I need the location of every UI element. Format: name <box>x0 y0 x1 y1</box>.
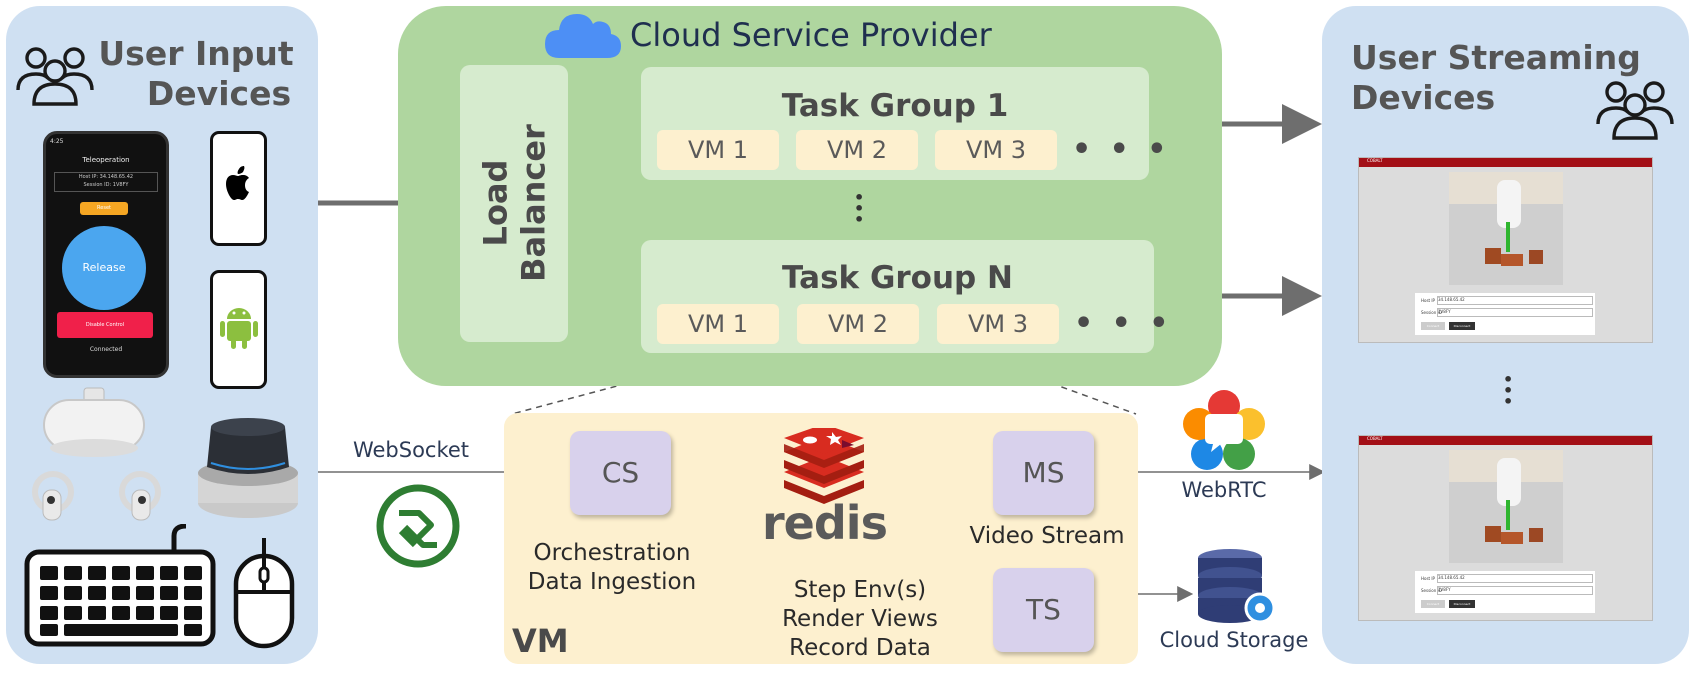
streaming-title-line1: User Streaming <box>1351 38 1641 77</box>
stream-screen-1-render <box>1449 172 1563 285</box>
users-group-icon-right <box>1596 81 1674 140</box>
load-balancer-box <box>460 65 568 342</box>
phone-header: Teleoperation <box>82 156 130 164</box>
phone-time: 4:25 <box>50 138 64 145</box>
teleop-phone: 4:25 Teleoperation Host IP: 34.148.65.42… <box>43 131 169 378</box>
vm-detail-label: VM <box>512 622 569 660</box>
streaming-panel-title: User Streaming Devices <box>1351 38 1671 118</box>
stream-screen-1: COBALT Host IP 34.148.65.42 Session ID 1… <box>1358 157 1653 343</box>
cloud-icon <box>545 14 621 58</box>
phone-host-line: Host IP: 34.148.65.42 <box>78 174 134 180</box>
input-title-line1: User Input <box>98 34 294 73</box>
redis-logo-icon <box>784 428 864 504</box>
task-group-n-ellipsis: • • • <box>1074 306 1173 341</box>
android-device <box>210 270 267 389</box>
stream-screen-2-bar-label: COBALT <box>1367 436 1383 441</box>
cs-caption: Orchestration Data Ingestion <box>504 539 720 597</box>
vr-controller-right-icon <box>119 471 161 521</box>
cs-caption-line1: Orchestration <box>533 540 691 566</box>
apple-logo-icon <box>226 166 249 200</box>
stream-screen-2-host-value[interactable]: 34.148.65.42 <box>1437 574 1593 583</box>
vr-headset-icon <box>43 387 145 457</box>
stream-screen-1-host-value[interactable]: 34.148.65.42 <box>1437 296 1593 305</box>
cs-caption-line2: Data Ingestion <box>527 569 697 595</box>
task-group-1-title: Task Group 1 <box>781 88 1009 124</box>
phone-status: Connected <box>89 346 123 353</box>
ms-service: MS <box>993 431 1094 515</box>
stream-screen-1-connect[interactable]: Connect <box>1421 322 1445 330</box>
stream-screen-2-connect[interactable]: Connect <box>1421 600 1445 608</box>
task-group-1-vm-1: VM 1 <box>657 130 779 170</box>
input-title-line2: Devices <box>146 74 292 113</box>
task-group-1-vm-3: VM 3 <box>935 130 1057 170</box>
ts-service: TS <box>993 568 1094 652</box>
users-group-icon <box>16 47 94 106</box>
stream-screen-2-form: Host IP 34.148.65.42 Session ID 1V8FY Co… <box>1415 571 1595 613</box>
stream-screen-2: COBALT Host IP 34.148.65.42 Session ID 1… <box>1358 435 1653 621</box>
task-group-n-vm-3: VM 3 <box>937 304 1059 344</box>
redis-wordmark: redis <box>762 496 888 550</box>
android-logo-icon <box>220 308 258 349</box>
input-panel-title: User Input Devices <box>98 34 294 114</box>
lb-line2: Balancer <box>514 124 553 282</box>
spacemouse-icon <box>198 418 298 518</box>
stream-screen-1-host-field: Host IP <box>1421 298 1435 303</box>
task-group-vertical-ellipsis: • • • <box>854 188 865 229</box>
task-group-n-vm-1: VM 1 <box>657 304 779 344</box>
load-balancer-label: Load Balancer <box>461 65 569 342</box>
cloud-provider-title: Cloud Service Provider <box>630 16 992 54</box>
websocket-label: WebSocket <box>352 438 470 462</box>
task-group-n-title: Task Group N <box>782 260 1013 296</box>
stream-screen-2-host-field: Host IP <box>1421 576 1435 581</box>
redis-caption: Step Env(s) Render Views Record Data <box>760 576 960 663</box>
ms-caption: Video Stream <box>969 523 1125 549</box>
redis-caption-line1: Step Env(s) <box>793 577 927 603</box>
stream-vertical-ellipsis: • • • <box>1503 370 1514 411</box>
stream-screen-2-session-value[interactable]: 1V8FY <box>1437 586 1593 595</box>
phone-reset-button[interactable]: Reset <box>80 202 128 215</box>
stream-screen-2-render <box>1449 450 1563 563</box>
phone-disable-button[interactable]: Disable Control <box>57 312 153 338</box>
stream-screen-1-form: Host IP 34.148.65.42 Session ID 1V8FY Co… <box>1415 293 1595 335</box>
mouse-icon <box>233 538 295 649</box>
cloud-storage-label: Cloud Storage <box>1159 628 1309 652</box>
task-group-1-ellipsis: • • • <box>1072 132 1171 167</box>
phone-session-line: Session ID: 1V8FY <box>83 182 129 188</box>
stream-screen-1-session-field: Session ID <box>1421 310 1442 315</box>
stream-screen-1-bar: COBALT <box>1359 158 1652 167</box>
lb-line1: Load <box>476 159 515 247</box>
task-group-1-vm-2: VM 2 <box>796 130 918 170</box>
keyboard-icon <box>24 524 216 647</box>
stream-screen-1-session-value[interactable]: 1V8FY <box>1437 308 1593 317</box>
webrtc-logo-icon <box>1183 390 1265 470</box>
webrtc-label: WebRTC <box>1181 478 1267 502</box>
stream-screen-1-bar-label: COBALT <box>1367 158 1383 163</box>
redis-caption-line3: Record Data <box>789 635 931 661</box>
stream-screen-1-disconnect[interactable]: Disconnect <box>1449 322 1475 330</box>
stream-screen-2-bar: COBALT <box>1359 436 1652 445</box>
cs-service: CS <box>570 431 671 515</box>
vr-controller-left-icon <box>32 471 74 521</box>
redis-caption-line2: Render Views <box>782 606 938 632</box>
cloud-storage-icon <box>1198 549 1276 624</box>
iphone-device <box>210 131 267 246</box>
websocket-icon <box>376 484 460 568</box>
stream-screen-2-session-field: Session ID <box>1421 588 1442 593</box>
phone-release-button[interactable]: Release <box>62 226 146 310</box>
task-group-n-vm-2: VM 2 <box>797 304 919 344</box>
phone-connection-info: Host IP: 34.148.65.42 Session ID: 1V8FY <box>54 172 158 192</box>
stream-screen-2-disconnect[interactable]: Disconnect <box>1449 600 1475 608</box>
streaming-title-line2: Devices <box>1351 78 1496 117</box>
